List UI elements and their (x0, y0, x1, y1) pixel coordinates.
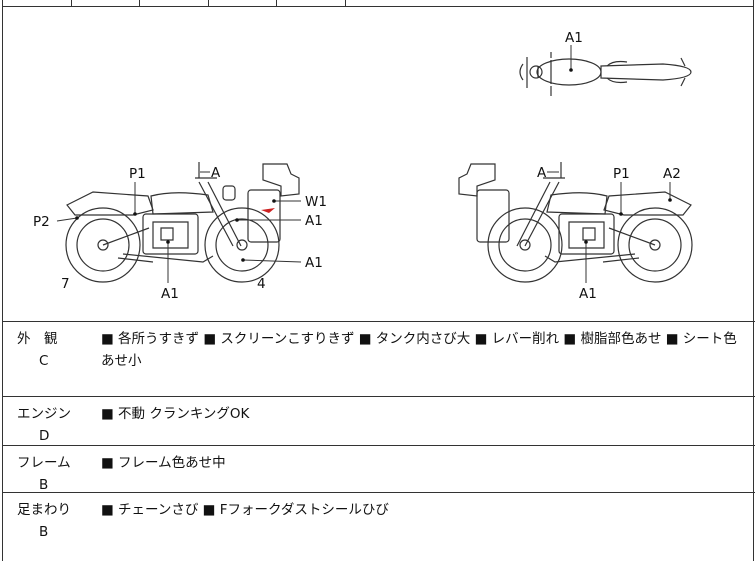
inspection-table: 外 観 C ■ 各所うすきず ■ スクリーンこすりきず ■ タンク内さび大 ■ … (3, 321, 755, 561)
label-top-a1: A1 (565, 30, 583, 46)
label-left-a1-cover: A1 (305, 213, 323, 229)
label-right-a1-engine: A1 (579, 286, 597, 302)
row-frame: フレーム B ■ フレーム色あせ中 (3, 445, 755, 493)
label-right-p1: P1 (613, 166, 630, 182)
header-table-stub (3, 0, 753, 7)
label-left-4: 4 (257, 276, 266, 292)
vehicle-diagram: A1 P1 A P2 W1 A1 A1 A1 7 4 A P1 A2 A1 (3, 7, 755, 322)
category-cell: 足まわり B (17, 499, 81, 543)
label-right-a: A (537, 165, 547, 181)
row-exterior: 外 観 C ■ 各所うすきず ■ スクリーンこすりきず ■ タンク内さび大 ■ … (3, 321, 755, 396)
left-side-motorcycle (65, 162, 300, 283)
category-cell: 外 観 C (17, 328, 81, 372)
condition-notes: ■ 各所うすきず ■ スクリーンこすりきず ■ タンク内さび大 ■ レバー削れ … (101, 331, 737, 369)
grade-value: B (39, 524, 49, 540)
label-left-w1: W1 (305, 194, 327, 210)
label-left-a1-engine: A1 (161, 286, 179, 302)
category-label: 足まわり (17, 502, 71, 518)
category-cell: エンジン D (17, 403, 81, 447)
grade-value: C (39, 353, 49, 369)
condition-notes: ■ 不動 クランキングOK (101, 406, 250, 422)
category-label: エンジン (17, 406, 71, 422)
label-left-a1-wheel: A1 (305, 255, 323, 271)
label-left-a: A (211, 165, 221, 181)
right-side-motorcycle (458, 162, 693, 283)
category-label: フレーム (17, 455, 71, 471)
category-label: 外 観 (17, 331, 58, 347)
row-suspension: 足まわり B ■ チェーンさび ■ Fフォークダストシールひび (3, 492, 755, 561)
label-left-p1: P1 (129, 166, 146, 182)
leader-lines (56, 45, 671, 283)
grade-value: B (39, 477, 49, 493)
grade-value: D (39, 428, 50, 444)
damage-mark (261, 208, 275, 213)
label-right-a2: A2 (663, 166, 681, 182)
category-cell: フレーム B (17, 452, 81, 496)
condition-notes: ■ チェーンさび ■ Fフォークダストシールひび (101, 502, 389, 518)
condition-notes: ■ フレーム色あせ中 (101, 455, 226, 471)
top-view-motorcycle (519, 52, 692, 96)
label-left-7: 7 (61, 276, 70, 292)
row-engine: エンジン D ■ 不動 クランキングOK (3, 396, 755, 445)
label-left-p2: P2 (33, 214, 50, 230)
